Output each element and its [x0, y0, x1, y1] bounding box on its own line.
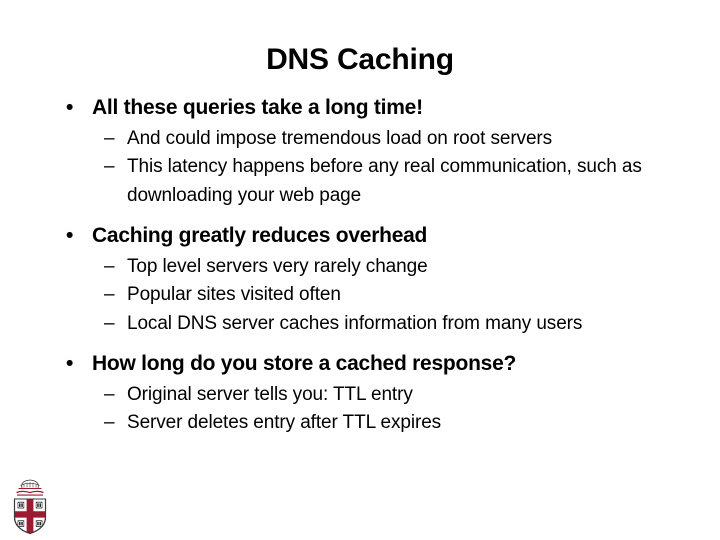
bullet-level2-text: Server deletes entry after TTL expires [127, 412, 442, 434]
quadrant-books [17, 501, 43, 527]
bullet-level2: – Original server tells you: TTL entry [0, 381, 720, 410]
bullet-marker-icon: • [66, 96, 74, 119]
bullet-level2-text: Original server tells you: TTL entry [127, 383, 413, 405]
bullet-level1-text: How long do you store a cached response? [92, 352, 517, 376]
brown-university-crest-logo [8, 476, 52, 535]
bullet-level2: – This latency happens before any real c… [0, 153, 720, 210]
bullet-level2: – Local DNS server caches information fr… [0, 310, 720, 339]
bullet-level2: – And could impose tremendous load on ro… [0, 125, 720, 154]
bullet-level2: – Popular sites visited often [0, 281, 720, 310]
sub-bullet-group: – Original server tells you: TTL entry –… [0, 381, 720, 438]
dash-marker-icon: – [104, 383, 115, 405]
bullet-level1: • All these queries take a long time! [0, 96, 720, 120]
bullet-level2: – Server deletes entry after TTL expires [0, 409, 720, 438]
bullet-level2: – Top level servers very rarely change [0, 253, 720, 282]
bullet-level1: • How long do you store a cached respons… [0, 352, 720, 376]
dash-marker-icon: – [104, 284, 115, 306]
bullet-level2-text: Popular sites visited often [127, 284, 341, 306]
dash-marker-icon: – [104, 255, 115, 277]
dash-marker-icon: – [104, 412, 115, 434]
crest-icon [13, 479, 47, 535]
slide-body: • All these queries take a long time! – … [0, 96, 720, 438]
bullet-level1: • Caching greatly reduces overhead [0, 224, 720, 248]
bullet-level1-text: All these queries take a long time! [92, 96, 423, 119]
bullet-level2-text: And could impose tremendous load on root… [127, 127, 553, 149]
bullet-level2-text: This latency happens before any real com… [127, 156, 642, 206]
dash-marker-icon: – [104, 156, 115, 178]
bullet-level2-text: Local DNS server caches information from… [127, 312, 583, 334]
sub-bullet-group: – And could impose tremendous load on ro… [0, 125, 720, 211]
sub-bullet-group: – Top level servers very rarely change –… [0, 253, 720, 339]
bullet-marker-icon: • [66, 352, 74, 376]
bullet-level1-text: Caching greatly reduces overhead [92, 224, 428, 248]
dash-marker-icon: – [104, 312, 115, 334]
dash-marker-icon: – [104, 127, 115, 149]
bullet-marker-icon: • [66, 224, 74, 248]
slide-title: DNS Caching [266, 43, 454, 76]
bullet-level2-text: Top level servers very rarely change [127, 255, 428, 277]
